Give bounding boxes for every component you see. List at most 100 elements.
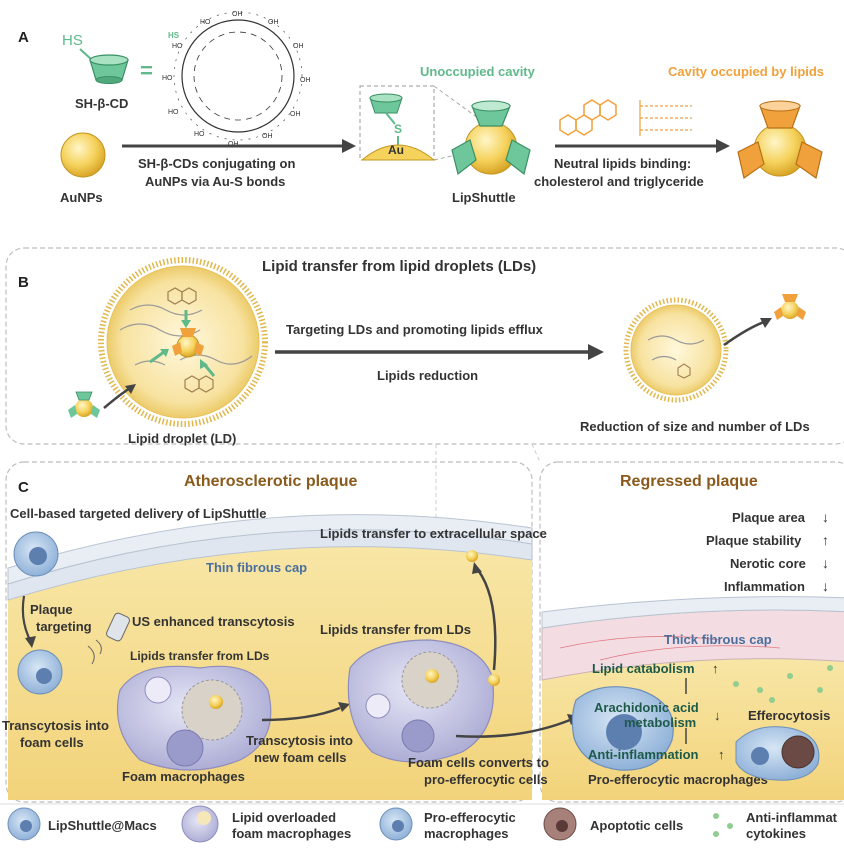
svg-text:OH: OH bbox=[262, 133, 273, 140]
foam-macrophage-1 bbox=[116, 665, 272, 771]
conjugation-line-2: AuNPs via Au-S bonds bbox=[145, 174, 285, 189]
efferocytosis-cell bbox=[735, 726, 820, 781]
svg-text:HO: HO bbox=[162, 75, 173, 82]
panel-b-letter: B bbox=[18, 274, 29, 291]
legend: LipShuttle@Macs Lipid overloaded foam ma… bbox=[0, 803, 844, 843]
athero-frame bbox=[5, 461, 533, 803]
aunps-label: AuNPs bbox=[60, 190, 103, 205]
lipid-catabolism-label: Lipid catabolism bbox=[592, 661, 695, 676]
svg-text:OH: OH bbox=[268, 19, 279, 26]
legend-item-lipshuttle-macs: LipShuttle@Macs bbox=[7, 807, 157, 841]
lipshuttle-small-icon bbox=[68, 391, 100, 418]
svg-text:HO: HO bbox=[200, 19, 211, 26]
occupied-cavity-label: Cavity occupied by lipids bbox=[668, 64, 824, 79]
lipshuttle-mac-cell bbox=[13, 531, 59, 577]
panel-b: B Lipid transfer from lipid droplets (LD… bbox=[5, 247, 844, 446]
lipshuttle-icon bbox=[451, 100, 531, 176]
svg-text:OH: OH bbox=[300, 77, 311, 84]
panel-a-letter: A bbox=[18, 29, 29, 46]
binding-line-2: cholesterol and triglyceride bbox=[534, 174, 704, 189]
sh-cd-label: SH-β-CD bbox=[75, 96, 128, 111]
extracellular-label: Lipids transfer to extracellular space bbox=[320, 526, 547, 541]
lipshuttle-exit-icon bbox=[774, 294, 806, 320]
lipids-from-lds-1: Lipids transfer from LDs bbox=[130, 649, 270, 663]
foam-macrophages-label: Foam macrophages bbox=[122, 769, 245, 784]
outcomes-list: Plaque area ↓ Plaque stability ↑ Nerotic… bbox=[706, 509, 829, 594]
svg-text:OH: OH bbox=[293, 43, 304, 50]
sh-bond bbox=[79, 48, 93, 61]
lipshuttle-center-icon bbox=[172, 328, 204, 358]
anti-inflammation-label: Anti-inflammation bbox=[588, 747, 699, 762]
panel-b-title: Lipid transfer from lipid droplets (LDs) bbox=[262, 258, 536, 275]
lipid-droplet-small bbox=[623, 297, 729, 403]
legend-label-1a: Lipid overloaded bbox=[232, 810, 336, 825]
lipid-catabolism-arrow: ↑ bbox=[712, 661, 719, 676]
outcome-arrow-2: ↓ bbox=[822, 555, 829, 571]
legend-label-2b: macrophages bbox=[424, 826, 509, 841]
conjugation-line-1: SH-β-CDs conjugating on bbox=[138, 156, 295, 171]
sh-label: HS bbox=[62, 32, 83, 49]
legend-label-2a: Pro-efferocytic bbox=[424, 810, 516, 825]
transcytosis-1b: foam cells bbox=[20, 735, 84, 750]
targeting-lds-label: Targeting LDs and promoting lipids efflu… bbox=[286, 322, 544, 337]
lipshuttle-label: LipShuttle bbox=[452, 190, 516, 205]
legend-item-pro-efferocytic: Pro-efferocytic macrophages bbox=[379, 807, 516, 841]
ultrasound-probe-icon bbox=[87, 612, 130, 665]
pro-efferocytic-macrophage bbox=[571, 686, 674, 771]
outcome-inflammation: Inflammation bbox=[724, 579, 805, 594]
svg-text:HO: HO bbox=[172, 43, 183, 50]
triglyceride-icon bbox=[639, 100, 692, 136]
cytokine-dots bbox=[733, 665, 833, 703]
svg-text:OH: OH bbox=[232, 11, 243, 18]
foam-converts-2: pro-efferocytic cells bbox=[424, 772, 548, 787]
arachidonic-arrow: ↓ bbox=[714, 708, 721, 723]
outcome-plaque-area: Plaque area bbox=[732, 510, 806, 525]
svg-text:OH: OH bbox=[290, 111, 301, 118]
athero-title: Atherosclerotic plaque bbox=[184, 473, 357, 490]
beta-cd-structure: OH OH OH OH OH OH OH HO HO HO HO HO HS bbox=[162, 11, 311, 148]
aunp-ball bbox=[60, 132, 106, 178]
lipids-from-lds-2: Lipids transfer from LDs bbox=[320, 622, 471, 637]
outcome-arrow-1: ↑ bbox=[822, 532, 829, 548]
reduction-label: Reduction of size and number of LDs bbox=[580, 419, 810, 434]
transcytosis-1a: Transcytosis into bbox=[2, 718, 109, 733]
au-label: Au bbox=[388, 143, 404, 157]
equals-sign: = bbox=[140, 58, 153, 83]
legend-label-3: Apoptotic cells bbox=[590, 818, 683, 833]
legend-item-apoptotic: Apoptotic cells bbox=[543, 807, 683, 841]
unoccupied-cavity-label: Unoccupied cavity bbox=[420, 64, 536, 79]
zoom-cone-icon bbox=[369, 93, 403, 114]
outcome-arrow-3: ↓ bbox=[822, 578, 829, 594]
svg-text:HO: HO bbox=[194, 131, 205, 138]
s-label: S bbox=[394, 122, 402, 136]
legend-label-1b: foam macrophages bbox=[232, 826, 351, 841]
lipid-droplet-label: Lipid droplet (LD) bbox=[128, 431, 236, 446]
cholesterol-icon bbox=[559, 99, 617, 136]
foam-converts-1: Foam cells converts to bbox=[408, 755, 549, 770]
transcytosis-2a: Transcytosis into bbox=[246, 733, 353, 748]
lipids-reduction-label: Lipids reduction bbox=[377, 368, 478, 383]
panel-c-letter: C bbox=[18, 479, 29, 496]
panel-b-frame bbox=[5, 247, 844, 445]
us-label: US enhanced transcytosis bbox=[132, 614, 295, 629]
occupied-lipshuttle-icon bbox=[737, 100, 823, 180]
legend-item-foam-macrophages: Lipid overloaded foam macrophages bbox=[181, 805, 351, 843]
outcome-plaque-stability: Plaque stability bbox=[706, 533, 802, 548]
regressed-frame bbox=[539, 461, 844, 803]
binding-line-1: Neutral lipids binding: bbox=[554, 156, 691, 171]
legend-item-cytokines: Anti-inflammat cytokines bbox=[713, 810, 838, 841]
cd-cone-icon bbox=[89, 54, 129, 84]
thick-cap-label: Thick fibrous cap bbox=[664, 632, 772, 647]
plaque-targeting-1: Plaque bbox=[30, 602, 73, 617]
legend-label-4a: Anti-inflammat bbox=[746, 810, 838, 825]
cd-sh-label: HS bbox=[168, 31, 180, 40]
plaque-macrophage bbox=[17, 649, 63, 695]
panel-a: A HS = SH-β-CD OH OH OH OH OH OH OH HO H… bbox=[18, 11, 824, 205]
efferocytosis-label: Efferocytosis bbox=[748, 708, 830, 723]
foam-macrophage-2 bbox=[347, 639, 494, 763]
pro-efferocytic-label: Pro-efferocytic macrophages bbox=[588, 772, 768, 787]
legend-label-0: LipShuttle@Macs bbox=[48, 818, 157, 833]
anti-inflammation-arrow: ↑ bbox=[718, 747, 725, 762]
